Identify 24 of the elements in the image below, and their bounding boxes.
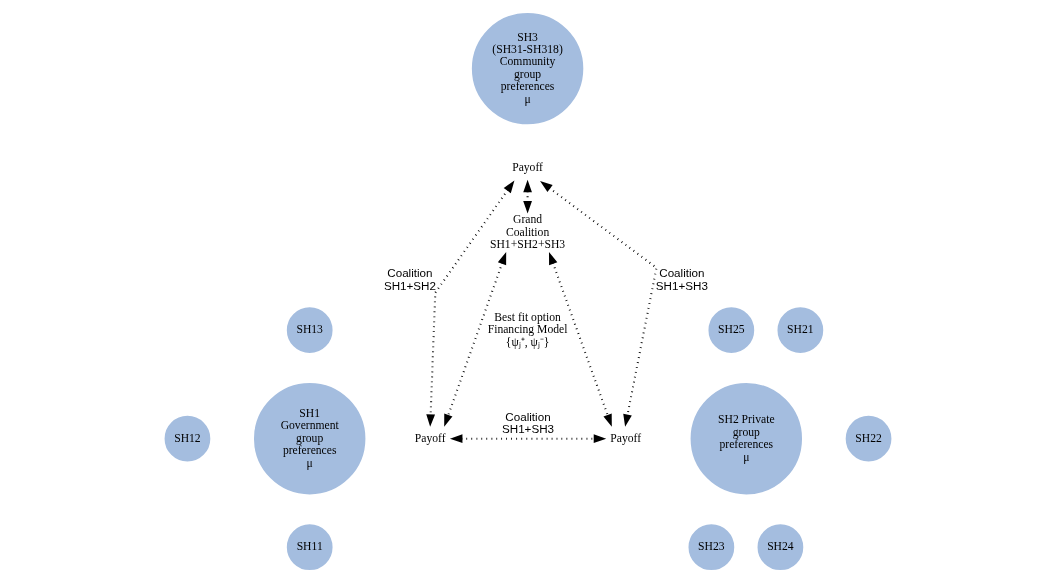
node-text: Payoff bbox=[414, 431, 446, 445]
node-text: Payoff bbox=[609, 431, 641, 445]
node-circle: SH1 Government group preferences μ bbox=[251, 380, 368, 497]
node-circle: SH25 bbox=[705, 304, 757, 356]
node-circle: SH2 Private group preferences μ bbox=[687, 380, 804, 497]
edge-label: Coalition SH1+SH2 bbox=[383, 266, 436, 292]
node-circle: SH24 bbox=[754, 521, 806, 573]
label: Best fit option Financing Model {ψⱼ⁺, ψⱼ⁻} bbox=[487, 310, 567, 349]
arrow bbox=[539, 181, 658, 427]
edge-label: Coalition SH1+SH3 bbox=[501, 409, 554, 436]
node-text: Grand Coalition SH1+SH2+SH3 bbox=[489, 213, 565, 252]
arrow bbox=[449, 434, 606, 444]
node-circle: SH12 bbox=[161, 413, 213, 465]
arrow bbox=[425, 180, 514, 427]
node-circle: SH22 bbox=[842, 413, 894, 465]
node-circle: SH23 bbox=[685, 521, 737, 573]
node-text: Payoff bbox=[511, 161, 543, 175]
node-circle: SH21 bbox=[774, 304, 826, 356]
node-circle: SH13 bbox=[283, 304, 335, 356]
node-circle: SH11 bbox=[283, 521, 335, 573]
node-circle: SH3 (SH31-SH318) Community group preferences μ bbox=[468, 10, 586, 127]
arrow bbox=[548, 251, 612, 427]
arrow bbox=[443, 251, 506, 427]
edge-label: Coalition SH1+SH3 bbox=[655, 266, 708, 292]
